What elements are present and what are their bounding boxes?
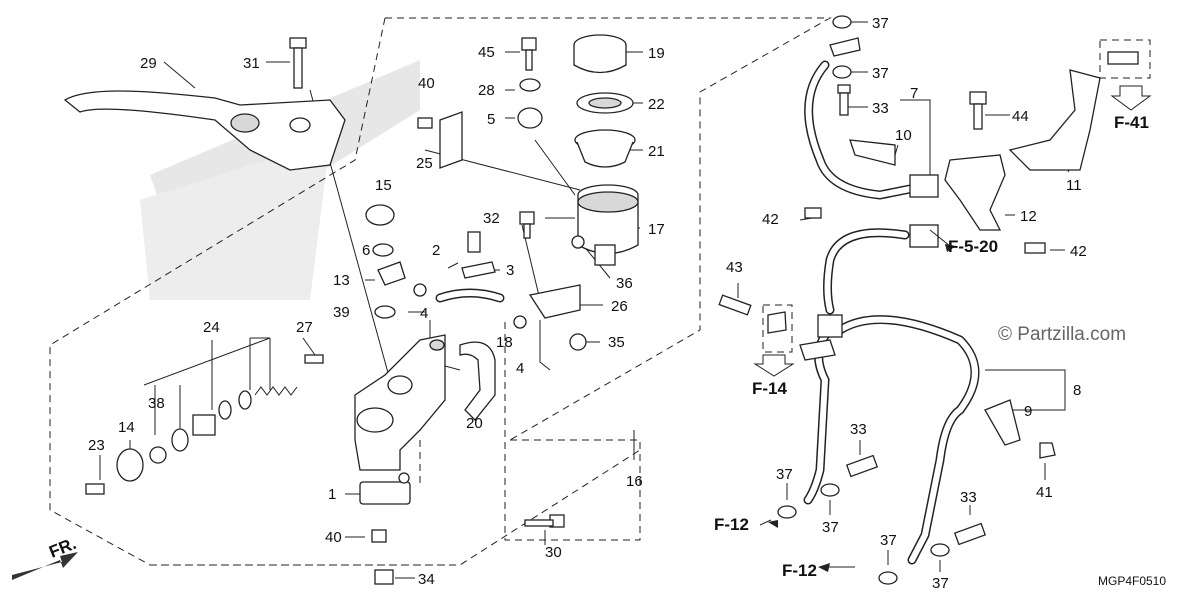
callout-34: 34 xyxy=(418,571,435,588)
diaphragm[interactable] xyxy=(574,129,636,168)
callout-44: 44 xyxy=(1012,108,1029,125)
hose-joint-parts[interactable] xyxy=(365,204,496,319)
callout-21: 21 xyxy=(648,143,665,160)
lower-fittings[interactable] xyxy=(718,294,987,585)
callout-38: 38 xyxy=(148,395,165,412)
callout-40b: 40 xyxy=(325,529,342,546)
callout-43: 43 xyxy=(726,259,743,276)
callout-20: 20 xyxy=(466,415,483,432)
reservoir-hose[interactable] xyxy=(413,283,527,329)
callout-37e: 37 xyxy=(880,532,897,549)
callout-4a: 4 xyxy=(420,305,428,322)
holder-bolts-bottom[interactable] xyxy=(371,514,565,585)
callout-33a: 33 xyxy=(872,100,889,117)
diagram-code: MGP4F0510 xyxy=(1098,574,1166,588)
callout-1: 1 xyxy=(328,486,336,503)
callout-15: 15 xyxy=(375,177,392,194)
callout-39: 39 xyxy=(333,304,350,321)
callout-29: 29 xyxy=(140,55,157,72)
callout-16: 16 xyxy=(626,473,643,490)
callout-32: 32 xyxy=(483,210,500,227)
callout-4b: 4 xyxy=(516,360,524,377)
callout-36: 36 xyxy=(616,275,633,292)
callout-2: 2 xyxy=(432,242,440,259)
callout-9: 9 xyxy=(1024,403,1032,420)
callout-17: 17 xyxy=(648,221,665,238)
reservoir-stay[interactable] xyxy=(519,211,587,351)
ref-f14: F-14 xyxy=(752,379,788,398)
callout-27: 27 xyxy=(296,319,313,336)
callout-5: 5 xyxy=(487,111,495,128)
piston-set[interactable] xyxy=(85,354,324,495)
reservoir-cap[interactable] xyxy=(573,34,627,74)
callout-37b: 37 xyxy=(872,65,889,82)
hose-joint-fittings[interactable] xyxy=(804,15,896,219)
callout-45: 45 xyxy=(478,44,495,61)
callout-33c: 33 xyxy=(960,489,977,506)
hose-bracket-9[interactable] xyxy=(984,399,1021,446)
reference-labels: F-41 F-5-20 F-14 F-12 F-12 FR. xyxy=(46,113,1149,580)
ref-f41: F-41 xyxy=(1114,113,1149,132)
callout-28: 28 xyxy=(478,82,495,99)
reservoir-tank[interactable] xyxy=(577,184,639,266)
callout-14: 14 xyxy=(118,419,135,436)
callout-37f: 37 xyxy=(932,575,949,592)
reservoir-holder-bolts[interactable] xyxy=(417,111,463,169)
callout-42a: 42 xyxy=(762,211,779,228)
callout-31: 31 xyxy=(243,55,260,72)
callout-42b: 42 xyxy=(1070,243,1087,260)
callout-7: 7 xyxy=(910,85,918,102)
callout-23: 23 xyxy=(88,437,105,454)
ref-f12-b: F-12 xyxy=(782,561,817,580)
callout-37c: 37 xyxy=(776,466,793,483)
callout-19: 19 xyxy=(648,45,665,62)
group-boundaries xyxy=(49,17,1151,566)
ref-arrows xyxy=(12,85,1152,580)
stay-brackets[interactable] xyxy=(767,51,1139,459)
reservoir-grommet-parts[interactable] xyxy=(517,37,543,129)
callout-35: 35 xyxy=(608,334,625,351)
lever-pivot-bolt[interactable] xyxy=(289,37,307,89)
callout-24: 24 xyxy=(203,319,220,336)
callout-22: 22 xyxy=(648,96,665,113)
callouts: 29 31 40 25 45 28 5 19 22 21 17 15 6 32 … xyxy=(88,15,1087,592)
watermark: © Partzilla.com xyxy=(998,324,1126,345)
callout-25: 25 xyxy=(416,155,433,172)
callout-8: 8 xyxy=(1073,382,1081,399)
callout-18: 18 xyxy=(496,334,513,351)
ref-f5-20: F-5-20 xyxy=(948,237,998,256)
callout-6: 6 xyxy=(362,242,370,259)
callout-41: 41 xyxy=(1036,484,1053,501)
callout-37d: 37 xyxy=(822,519,839,536)
callout-10: 10 xyxy=(895,127,912,144)
callout-12: 12 xyxy=(1020,208,1037,225)
master-cylinder-body[interactable] xyxy=(354,334,446,471)
ref-f12-a: F-12 xyxy=(714,515,749,534)
callout-11: 11 xyxy=(1066,177,1082,194)
lower-brake-hoses[interactable] xyxy=(799,314,980,565)
diaphragm-plate[interactable] xyxy=(576,92,634,114)
callout-30: 30 xyxy=(545,544,562,561)
front-arrow-label: FR. xyxy=(46,534,79,562)
callout-3: 3 xyxy=(506,262,514,279)
callout-37a: 37 xyxy=(872,15,889,32)
holder-clamp[interactable] xyxy=(459,341,496,421)
callout-26: 26 xyxy=(611,298,628,315)
brake-light-switch[interactable] xyxy=(359,472,411,505)
callout-40a: 40 xyxy=(418,75,435,92)
brake-lever[interactable] xyxy=(63,90,346,171)
upper-brake-hose[interactable] xyxy=(804,37,939,315)
callout-13: 13 xyxy=(333,272,350,289)
callout-33b: 33 xyxy=(850,421,867,438)
